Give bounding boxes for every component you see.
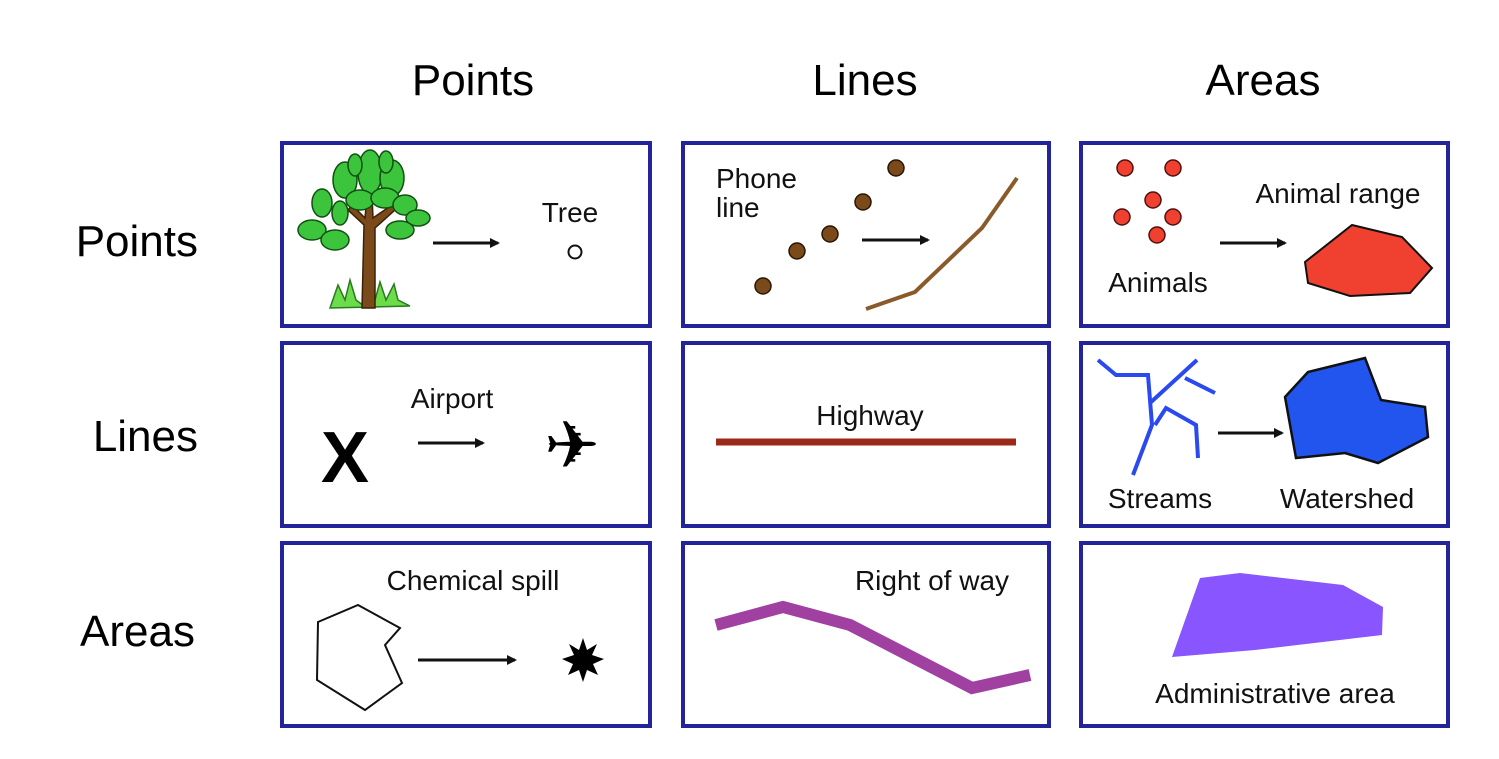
cell-points-lines xyxy=(681,141,1051,328)
label-watershed: Watershed xyxy=(1280,483,1414,514)
airplane-icon: ✈ xyxy=(544,407,599,484)
spill-area-icon xyxy=(315,603,404,712)
administrative-area-icon xyxy=(1172,573,1383,657)
label-right-of-way: Right of way xyxy=(855,565,1009,596)
phone-poles-icon xyxy=(754,159,905,295)
label-highway: Highway xyxy=(816,400,923,431)
animal-range-icon xyxy=(1303,223,1434,298)
label-tree: Tree xyxy=(542,197,599,228)
label-airport: Airport xyxy=(411,383,494,414)
row-header-points: Points xyxy=(76,217,198,266)
label-streams: Streams xyxy=(1108,483,1212,514)
phone-line-icon xyxy=(865,176,1019,311)
animals-icon xyxy=(1113,159,1182,244)
column-header-lines: Lines xyxy=(812,56,917,105)
spill-star-icon xyxy=(562,638,604,682)
label-phone: Phone xyxy=(716,163,797,194)
label-chemical-spill: Chemical spill xyxy=(387,565,560,596)
cell-lines-points xyxy=(280,341,652,528)
cell-areas-areas xyxy=(1079,541,1450,728)
right-of-way-icon xyxy=(714,600,1032,695)
row-header-areas: Areas xyxy=(80,607,195,656)
label-line: line xyxy=(716,192,760,223)
row-header-lines: Lines xyxy=(93,412,198,461)
column-header-areas: Areas xyxy=(1206,56,1321,105)
label-animals: Animals xyxy=(1108,267,1208,298)
point-symbol-icon xyxy=(567,244,583,260)
streams-icon xyxy=(1096,358,1216,476)
cell-lines-lines xyxy=(681,341,1051,528)
label-administrative-area: Administrative area xyxy=(1155,678,1395,709)
tree-icon xyxy=(297,149,431,309)
label-animal-range: Animal range xyxy=(1256,178,1421,209)
x-mark-icon: X xyxy=(321,418,369,498)
watershed-icon xyxy=(1283,356,1430,465)
column-header-points: Points xyxy=(412,56,534,105)
